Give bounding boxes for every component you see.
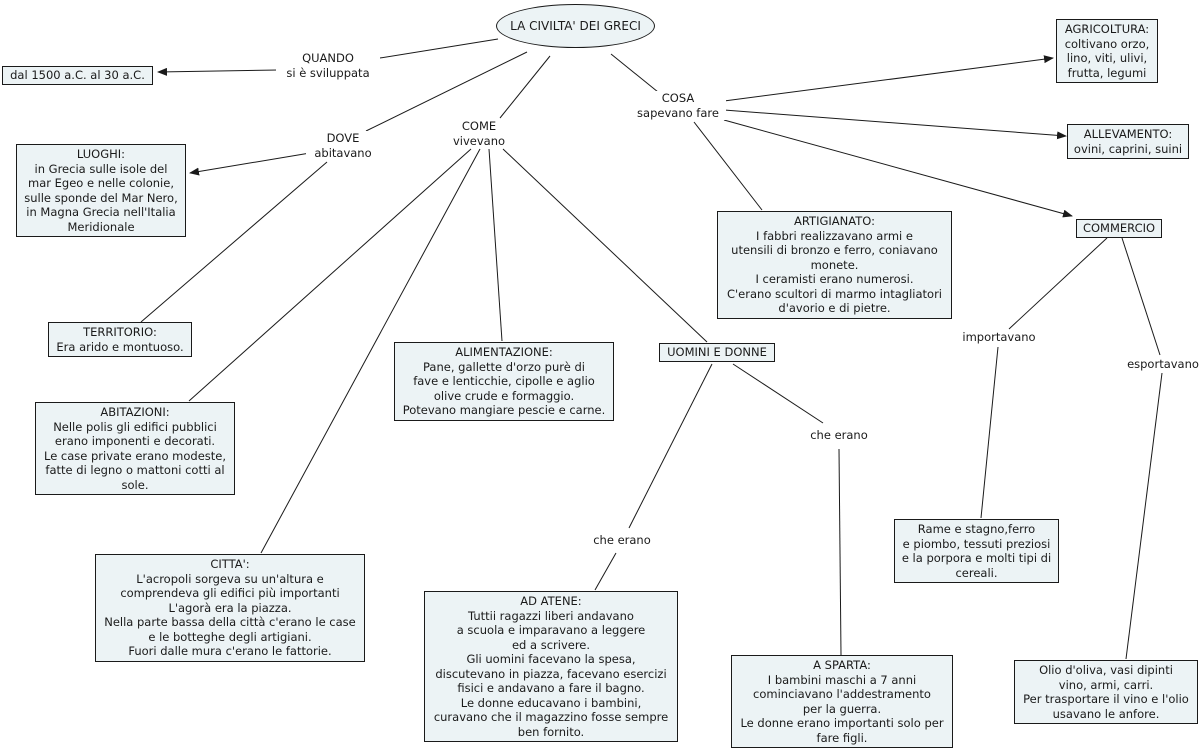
link-cosa[interactable]: COSA sapevano fare [630, 91, 726, 120]
edge-come-citta [260, 148, 481, 554]
concept-commercio[interactable]: COMMERCIO [1076, 219, 1162, 238]
link-importavano[interactable]: importavano [957, 330, 1041, 345]
link-esportavano[interactable]: esportavano [1123, 357, 1203, 372]
concept-uomini-e-donne[interactable]: UOMINI E DONNE [659, 343, 775, 362]
concept-territorio[interactable]: TERRITORIO: Era arido e montuoso. [48, 322, 192, 357]
edge-dove-territorio [140, 161, 328, 323]
edge-cosa-commercio [723, 119, 1073, 218]
edge-cosa-allevamento [723, 109, 1067, 140]
edge-root-come [499, 55, 551, 119]
edge-come-abitazioni [188, 148, 472, 402]
concept-artigianato[interactable]: ARTIGIANATO: I fabbri realizzavano armi … [717, 211, 952, 319]
concept-abitazioni[interactable]: ABITAZIONI: Nelle polis gli edifici pubb… [35, 402, 235, 495]
edge-root-cosa [610, 53, 659, 93]
link-che-erano-sparta[interactable]: che erano [805, 428, 873, 443]
edge-uomini-chererano-sparta [732, 363, 824, 424]
edge-cosa-agricoltura [723, 55, 1054, 102]
concept-atene[interactable]: AD ATENE: Tuttii ragazzi liberi andavano… [424, 591, 678, 742]
concept-sparta[interactable]: A SPARTA: I bambini maschi a 7 anni comi… [731, 655, 953, 748]
concept-alimentazione[interactable]: ALIMENTAZIONE: Pane, gallette d'orzo pur… [394, 342, 614, 421]
edge-importavano-import [980, 346, 999, 519]
root-title: LA CIVILTA' DEI GRECI [510, 18, 641, 33]
edge-chererano-atene [594, 552, 617, 591]
concept-export[interactable]: Olio d'oliva, vasi dipinti vino, armi, c… [1014, 660, 1198, 724]
edge-dove-luoghi [189, 152, 311, 176]
link-quando[interactable]: QUANDO si è sviluppata [276, 51, 380, 80]
edge-esportavano-export [1125, 372, 1163, 660]
edge-uomini-chererano-atene [628, 363, 713, 529]
link-come[interactable]: COME vivevano [441, 119, 517, 148]
edge-commercio-importavano [1008, 237, 1108, 330]
edge-come-uomini [502, 148, 708, 343]
link-dove[interactable]: DOVE abitavano [306, 131, 380, 160]
concept-allevamento[interactable]: ALLEVAMENTO: ovini, caprini, suini [1067, 124, 1189, 159]
concept-luoghi[interactable]: LUOGHI: in Grecia sulle isole del mar Eg… [16, 144, 186, 237]
edge-come-alimentazione [488, 148, 503, 342]
edge-cosa-artigianato [693, 121, 763, 211]
edge-commercio-esportavano [1121, 237, 1161, 356]
concept-agricoltura[interactable]: AGRICOLTURA: coltivano orzo, lino, viti,… [1056, 19, 1158, 83]
edge-quando-periodo [157, 67, 279, 76]
root-concept[interactable]: LA CIVILTA' DEI GRECI [496, 4, 655, 48]
concept-citta[interactable]: CITTA': L'acropoli sorgeva su un'altura … [95, 554, 365, 662]
concept-import[interactable]: Rame e stagno,ferro e piombo, tessuti pr… [894, 519, 1059, 583]
concept-periodo[interactable]: dal 1500 a.C. al 30 a.C. [2, 66, 153, 85]
edge-chererano-sparta [838, 448, 842, 656]
edge-root-dove [365, 51, 528, 132]
edge-root-quando [379, 38, 499, 59]
link-che-erano-atene[interactable]: che erano [588, 533, 656, 548]
